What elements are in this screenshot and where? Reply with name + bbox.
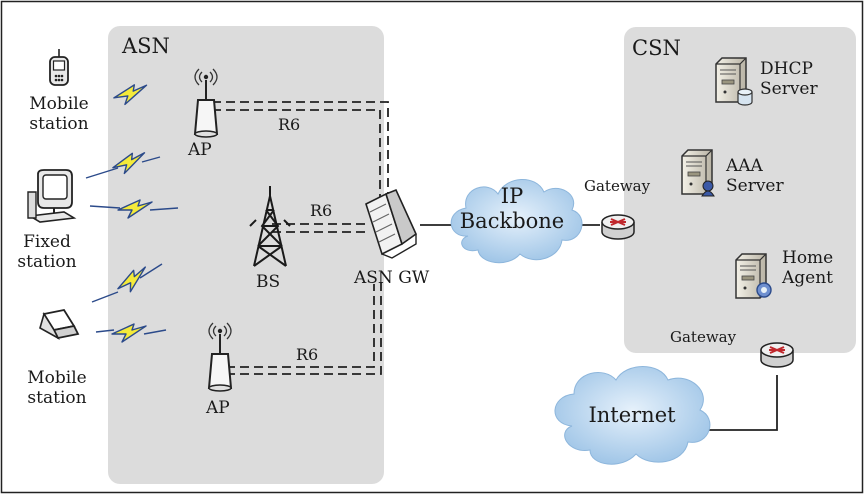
csn-region [624, 27, 856, 353]
aaa-server-line2: Server [726, 176, 784, 197]
r6-links [212, 101, 389, 375]
lightning-icon [89, 199, 179, 219]
ip-backbone-line2: Backbone [459, 209, 565, 234]
gateway-top-label: Gateway [584, 177, 651, 195]
server-icon [715, 57, 753, 106]
fixed-station-line1: Fixed [23, 232, 71, 252]
r6-label-top: R6 [278, 115, 301, 134]
mobile-station-bottom-line1: Mobile [27, 368, 87, 388]
home-agent-label: Home Agent [782, 248, 833, 289]
laptop-icon [39, 308, 80, 340]
csn-title: CSN [632, 36, 681, 60]
server-icon [681, 149, 715, 197]
home-agent-line1: Home [782, 248, 834, 268]
server-icon [735, 253, 772, 299]
aaa-server-label: AAA Server [726, 156, 784, 197]
phone-icon [49, 49, 69, 86]
aaa-server-line1: AAA [726, 156, 763, 176]
mobile-station-top-line2: station [29, 114, 89, 135]
gateway-bottom-label: Gateway [670, 328, 737, 346]
dhcp-server-line2: Server [760, 79, 818, 100]
ap-top-label: AP [188, 140, 212, 160]
lightning-icon [95, 323, 167, 343]
dhcp-server-line1: DHCP [760, 59, 813, 79]
ip-backbone-label: IP Backbone [452, 184, 572, 234]
r6-label-bottom: R6 [296, 345, 319, 364]
r6-link-bottom-outer [226, 280, 382, 375]
router-icon [601, 214, 635, 240]
r6-link-top-inner [212, 109, 381, 212]
mobile-station-top-line1: Mobile [29, 94, 89, 114]
desktop-icon [27, 169, 77, 223]
asn-gw-label: ASN GW [354, 268, 430, 288]
ip-backbone-cloud-icon [450, 179, 583, 264]
dhcp-server-label: DHCP Server [760, 59, 818, 100]
link-internet-gateway [690, 375, 778, 431]
mobile-station-bottom-label: Mobile station [20, 368, 94, 409]
bs-label: BS [256, 272, 281, 292]
internet-cloud-icon [554, 366, 711, 465]
r6-label-middle: R6 [310, 201, 333, 220]
lightning-icon [85, 150, 161, 179]
lightning-icon [91, 263, 163, 303]
switch-icon [365, 188, 418, 259]
r6-link-top-outer [212, 101, 389, 205]
mobile-station-top-label: Mobile station [22, 94, 96, 135]
internet-label: Internet [588, 403, 676, 427]
lightning-icons [85, 82, 179, 343]
r6-link-bottom-inner [226, 284, 375, 368]
ip-backbone-line1: IP [500, 184, 524, 208]
fixed-station-label: Fixed station [10, 232, 84, 273]
mobile-station-bottom-line2: station [27, 388, 87, 409]
fixed-station-line2: station [17, 252, 77, 273]
router-icon [760, 342, 794, 368]
asn-region [108, 26, 384, 484]
home-agent-line2: Agent [782, 268, 833, 289]
ap-bottom-label: AP [206, 398, 230, 418]
tower-icon [249, 186, 291, 267]
asn-title: ASN [122, 34, 170, 58]
